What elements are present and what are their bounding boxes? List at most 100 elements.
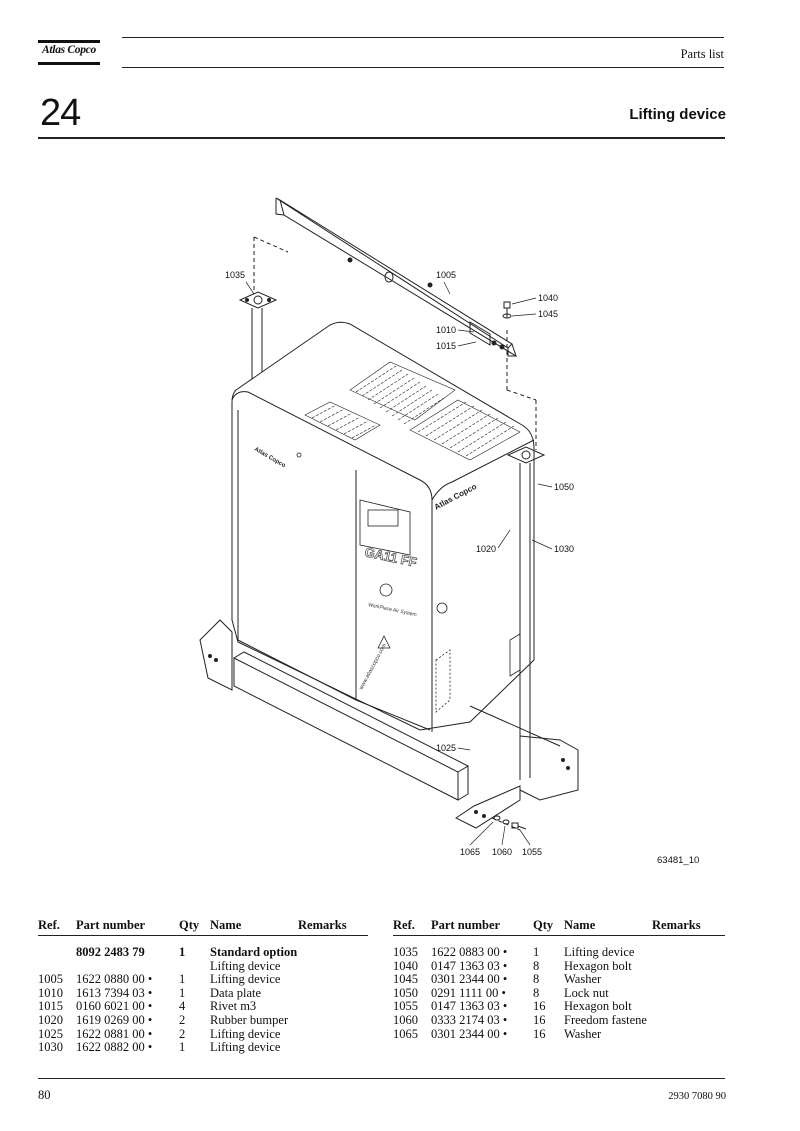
- cell-part-number: 0147 1363 03 •: [431, 999, 508, 1014]
- callout-1055: 1055: [522, 847, 542, 857]
- cell-ref: 1005: [38, 972, 63, 987]
- cell-name: Data plate: [210, 985, 262, 1000]
- cell-name: Lifting device: [210, 958, 281, 973]
- cell-qty: 2: [179, 1026, 186, 1041]
- table-row: 1050 0291 1111 00 • 8 Lock nut: [393, 985, 725, 1001]
- cell-part-number: 1622 0881 00 •: [76, 1026, 153, 1041]
- cell-ref: 1040: [393, 958, 418, 973]
- callout-1005: 1005: [436, 270, 456, 280]
- callout-1015: 1015: [436, 341, 456, 351]
- callout-1035: 1035: [225, 270, 245, 280]
- lifting-beam: [275, 197, 517, 358]
- cell-name: Lifting device: [210, 972, 281, 987]
- callout-1045: 1045: [538, 309, 558, 319]
- header-ref: Ref.: [393, 918, 415, 932]
- footer-rule: [38, 1078, 725, 1079]
- cell-ref: 1020: [38, 1012, 63, 1027]
- header-qty: Qty: [179, 918, 200, 932]
- cell-qty: 1: [179, 1040, 186, 1055]
- header-part-number: Part number: [76, 918, 146, 932]
- table-row: Lifting device: [38, 958, 368, 974]
- cell-part-number: 0301 2344 00 •: [431, 1026, 508, 1041]
- cell-qty: 1: [179, 985, 186, 1000]
- cell-qty: 8: [533, 972, 540, 987]
- section-title: Lifting device: [629, 106, 726, 123]
- header-ref: Ref.: [38, 918, 60, 932]
- table-row: 1065 0301 2344 00 • 16 Washer: [393, 1026, 725, 1042]
- cell-ref: 1010: [38, 985, 63, 1000]
- page-number: 80: [38, 1088, 51, 1102]
- cell-name: Lifting device: [210, 1040, 281, 1055]
- cell-ref: 1060: [393, 1012, 418, 1027]
- cell-part-number: 1619 0269 00 •: [76, 1012, 153, 1027]
- bottom-fasteners: [493, 815, 527, 830]
- table-row: 8092 2483 79 1 Standard option: [38, 945, 368, 960]
- header-rule-bottom: [122, 67, 724, 68]
- cell-part-number: 0333 2174 03 •: [431, 1012, 508, 1027]
- cell-part-number: 1613 7394 03 •: [76, 985, 153, 1000]
- top-grilles: [304, 361, 521, 461]
- cell-qty: 8: [533, 985, 540, 1000]
- cell-ref: 1065: [393, 1026, 418, 1041]
- cell-name: Lock nut: [564, 985, 609, 1000]
- callout-1030: 1030: [554, 544, 574, 554]
- cell-part-number: 0160 6021 00 •: [76, 999, 153, 1014]
- cell-qty: 8: [533, 958, 540, 973]
- logo-text: Atlas Copco: [42, 44, 96, 56]
- cell-part-number: 0147 1363 03 •: [431, 958, 508, 973]
- leader-lines: [245, 281, 553, 846]
- cell-ref: 1030: [38, 1040, 63, 1055]
- cell-part-number: 0291 1111 00 •: [431, 985, 506, 1000]
- cell-ref: 1015: [38, 999, 63, 1014]
- cell-name: Washer: [564, 972, 602, 987]
- cell-qty: 1: [533, 945, 540, 959]
- cell-name: Freedom fastene: [564, 1012, 647, 1027]
- cell-name: Rubber bumper: [210, 1012, 289, 1027]
- atlas-copco-logo: Atlas Copco: [38, 40, 100, 67]
- document-number: 2930 7080 90: [668, 1091, 726, 1102]
- cell-qty: 1: [179, 945, 186, 959]
- cell-qty: 16: [533, 1026, 546, 1041]
- callout-1060: 1060: [492, 847, 512, 857]
- callout-1020: 1020: [476, 544, 496, 554]
- cell-part-number: 8092 2483 79: [76, 945, 145, 959]
- base-channels: [199, 619, 579, 829]
- cell-ref: 1050: [393, 985, 418, 1000]
- doc-type-label: Parts list: [680, 47, 724, 61]
- header-part-number: Part number: [431, 918, 501, 932]
- header-qty: Qty: [533, 918, 554, 932]
- cell-ref: 1055: [393, 999, 418, 1014]
- header-rule-top: [122, 37, 724, 38]
- section-rule: [38, 137, 725, 139]
- callout-1010: 1010: [436, 325, 456, 335]
- callouts: 1035 1005 1040 1045 1010 1015 1050 1020 …: [225, 270, 574, 857]
- cell-qty: 1: [179, 972, 186, 987]
- cell-name: Washer: [564, 1026, 602, 1041]
- section-number: 24: [40, 92, 81, 134]
- header-remarks: Remarks: [652, 918, 701, 932]
- table-row: 1040 0147 1363 03 • 8 Hexagon bolt: [393, 958, 725, 974]
- cell-name: Hexagon bolt: [564, 958, 632, 973]
- header-name: Name: [210, 918, 242, 932]
- cell-ref: 1025: [38, 1026, 63, 1041]
- table-header: Ref. Part number Qty Name Remarks: [38, 918, 368, 936]
- cell-name: Standard option: [210, 945, 298, 959]
- callout-1025: 1025: [436, 743, 456, 753]
- compressor-body: [231, 321, 535, 732]
- cell-qty: 4: [179, 999, 186, 1014]
- callout-1040: 1040: [538, 293, 558, 303]
- top-bolt: [502, 301, 512, 319]
- exploded-view-drawing: Atlas Copco Atlas Copco GA11 FF WorkPlac…: [199, 197, 579, 857]
- callout-1065: 1065: [460, 847, 480, 857]
- table-header: Ref. Part number Qty Name Remarks: [393, 918, 725, 936]
